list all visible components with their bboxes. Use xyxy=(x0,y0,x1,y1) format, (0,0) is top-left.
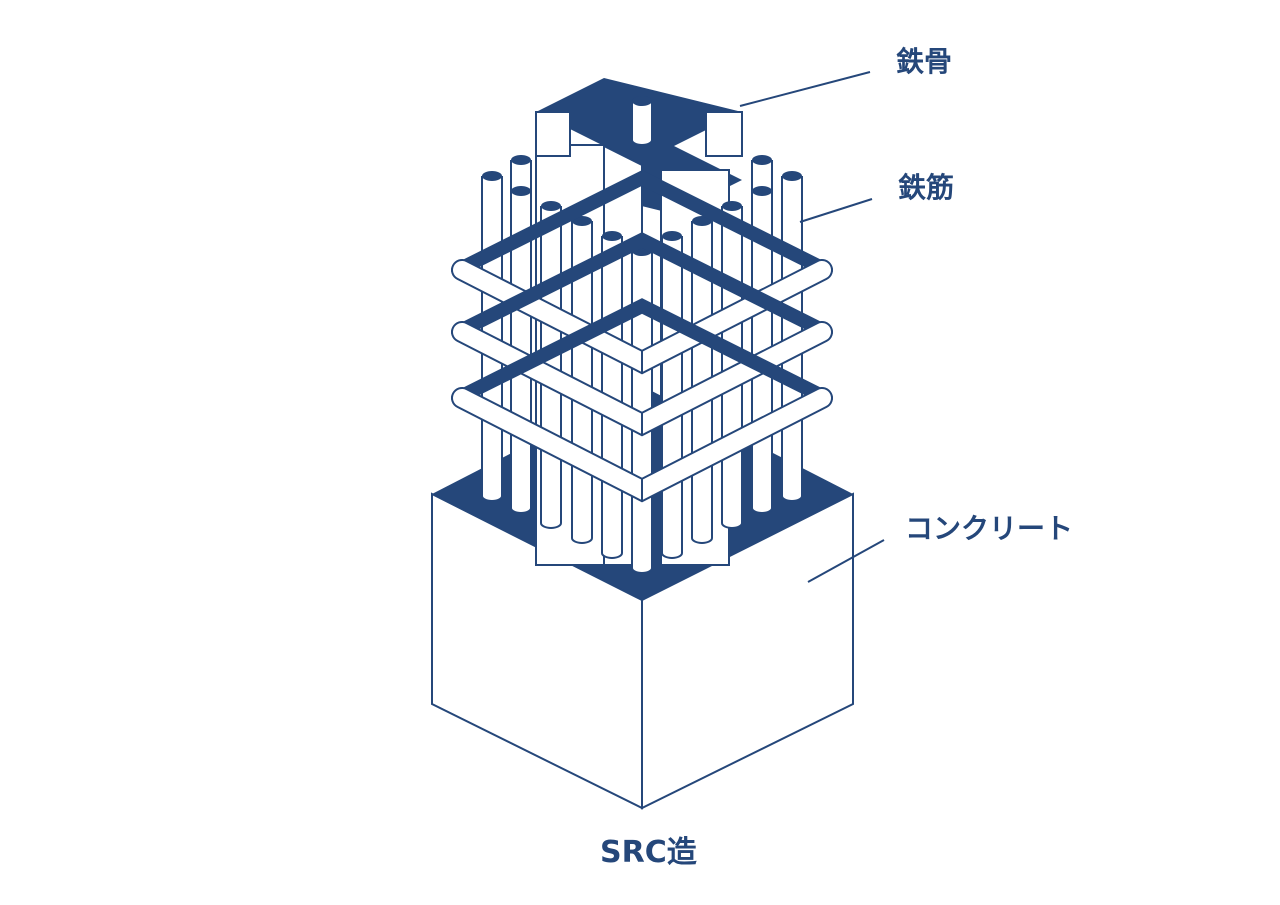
leader-line-concrete xyxy=(807,539,885,583)
leader-line-rebar xyxy=(799,198,873,223)
concrete-right-face xyxy=(641,492,854,810)
hoops xyxy=(451,170,833,503)
rebar xyxy=(631,96,653,146)
steel-flange-back-right xyxy=(705,111,743,157)
leader-line-steel-frame xyxy=(739,71,871,107)
label-rebar: 鉄筋 xyxy=(898,171,955,204)
steel-flange-back-left xyxy=(535,111,571,157)
label-steel-frame: 鉄骨 xyxy=(896,45,953,78)
caption: SRC造 xyxy=(600,835,697,870)
hoop xyxy=(451,298,833,503)
label-concrete: コンクリート xyxy=(905,512,1074,545)
